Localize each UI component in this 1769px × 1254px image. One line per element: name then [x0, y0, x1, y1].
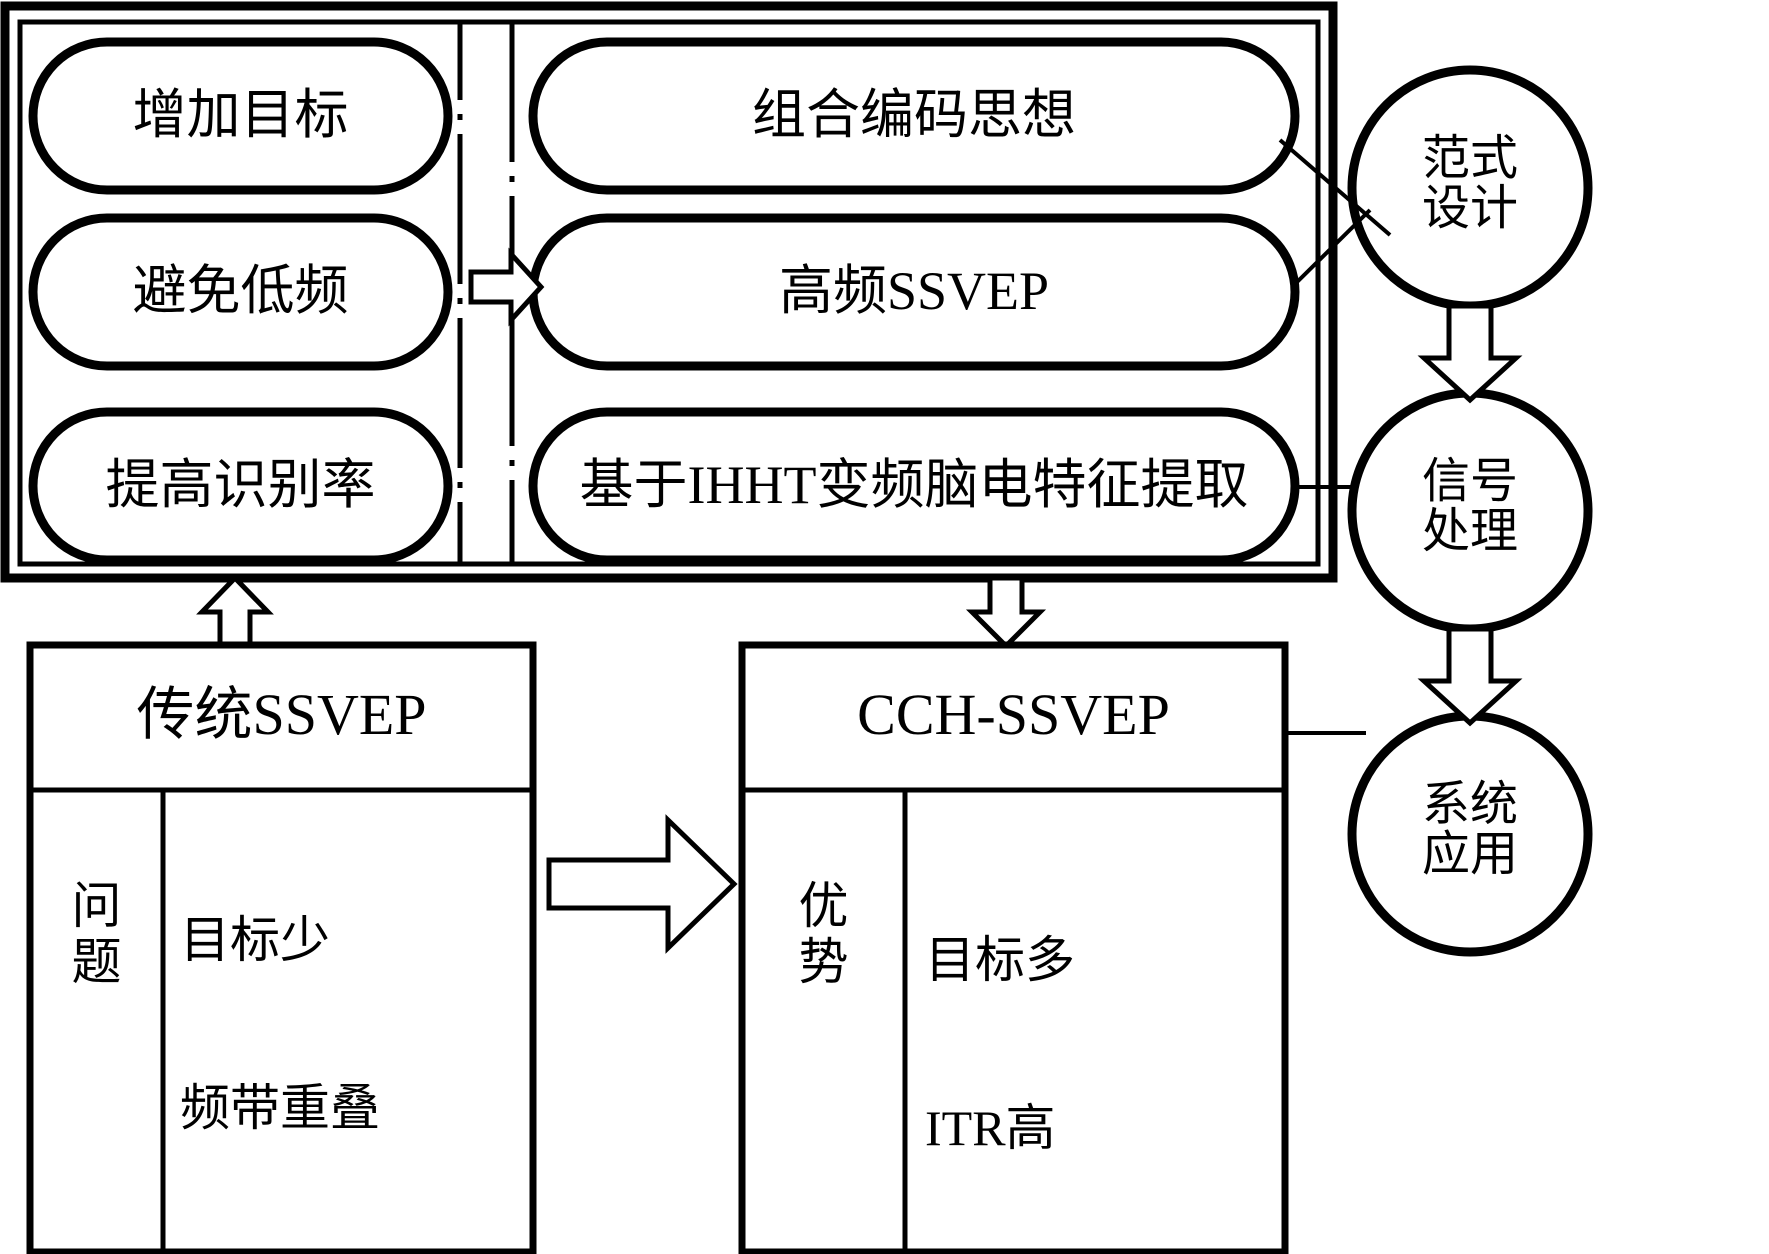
traditional-to-proposed-arrow	[546, 814, 738, 954]
goal-pill-1[interactable]	[28, 37, 453, 195]
framework-outer-box	[0, 1, 1338, 583]
goal-pill-2[interactable]	[28, 213, 453, 371]
stage-circle-system-application[interactable]	[1347, 711, 1593, 957]
method-pill-1[interactable]	[528, 37, 1300, 195]
goals-to-methods-arrow	[468, 247, 545, 327]
traditional-up-arrow	[196, 574, 274, 649]
method-pill-3[interactable]	[528, 407, 1300, 565]
methods-to-signal-line	[1290, 208, 1372, 289]
paradigm-to-signal-arrow	[1417, 303, 1523, 404]
framework-down-arrow	[965, 575, 1047, 650]
cch-ssvep-box[interactable]	[738, 641, 1289, 1254]
goal-pill-3[interactable]	[28, 407, 453, 565]
methods-to-paradigm-line	[1278, 138, 1392, 237]
stage-circle-signal-processing[interactable]	[1347, 388, 1593, 634]
signal-to-system-arrow	[1417, 626, 1523, 727]
method-pill-2[interactable]	[528, 213, 1300, 371]
stage-circle-paradigm-design[interactable]	[1347, 65, 1593, 311]
traditional-ssvep-box[interactable]	[26, 641, 537, 1254]
